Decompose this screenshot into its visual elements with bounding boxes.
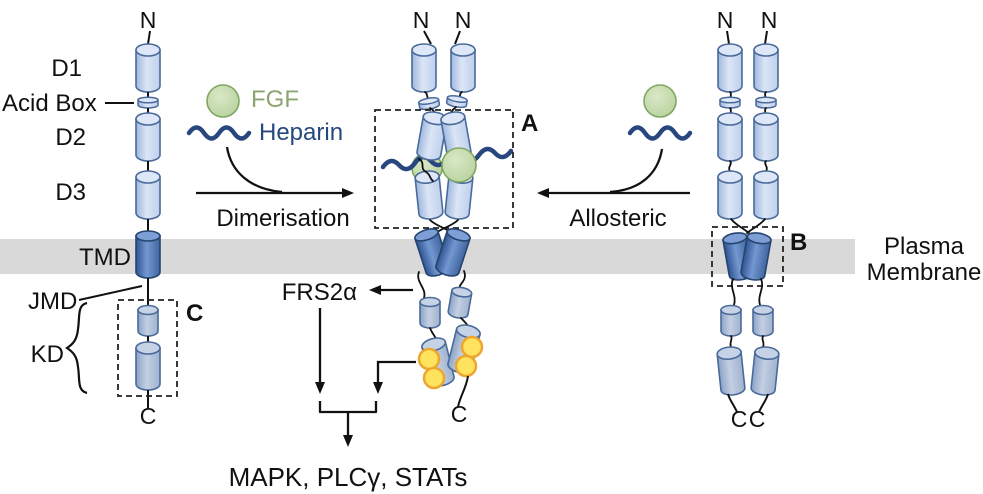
d1-cylinder (717, 43, 743, 93)
fgf-ligand-circle (441, 147, 477, 183)
linker (729, 335, 733, 348)
jmd-linker (730, 278, 736, 306)
d1-label: D1 (51, 55, 82, 82)
d2-cylinder (135, 112, 161, 162)
preformed-dimer: N N B C C (711, 7, 807, 432)
d1-cylinder (135, 43, 161, 93)
kd-cylinder (715, 345, 747, 397)
d3-cylinder (135, 170, 161, 220)
c-terminus-label: C (451, 401, 468, 427)
acid-box-cylinder (755, 96, 777, 109)
box-a-label: A (521, 110, 538, 137)
linker (746, 218, 766, 234)
heparin-wave (627, 125, 693, 141)
acid-box-cylinder (445, 93, 469, 110)
n-terminus-label: N (413, 7, 430, 33)
heparin-label: Heparin (259, 119, 343, 146)
active-dimer: N N A (374, 7, 538, 427)
acid-box-cylinder (719, 96, 741, 109)
left-receptor-monomer: N C D1 Acid Box D2 D3 TMD JMD KD C (2, 7, 203, 429)
acid-box-label: Acid Box (2, 90, 97, 117)
membrane-label-line2: Membrane (867, 259, 982, 286)
heparin-wave (186, 125, 252, 141)
frs2a-label: FRS2α (282, 279, 357, 306)
jmd-linker (758, 278, 764, 306)
kd-brace (65, 301, 88, 395)
linker (726, 30, 730, 45)
fgf-label: FGF (251, 86, 299, 113)
linker (727, 393, 738, 413)
phosphate-circle (417, 347, 441, 371)
kd-cylinder (135, 341, 161, 391)
jmd-cylinder (752, 304, 774, 337)
n-terminus-label: N (140, 7, 157, 33)
box-c-label: C (186, 300, 203, 327)
linker (730, 218, 750, 234)
d1-cylinder (411, 43, 437, 93)
jmd-linker (417, 271, 426, 299)
phosphate-circle (460, 335, 484, 359)
dashed-box-b (711, 226, 784, 287)
linker (424, 91, 429, 99)
n-terminus-label: N (717, 7, 734, 33)
d3-label: D3 (55, 179, 86, 206)
reaction-curve (609, 148, 664, 194)
c-terminus-label: C (140, 403, 157, 429)
d2-label: D2 (55, 124, 86, 151)
c-terminus-label: C (749, 406, 766, 432)
fgf-ligand-circle (643, 84, 677, 118)
signaling-cascade: FRS2α MAPK, PLCγ, STATs (229, 279, 468, 492)
jmd-pointer-line (78, 285, 143, 301)
jmd-label: JMD (28, 288, 77, 315)
d3-cylinder (717, 170, 743, 220)
acid-box-cylinder (137, 96, 159, 109)
converging-bracket (318, 401, 378, 414)
linker (761, 335, 765, 348)
box-b-label: B (790, 229, 807, 256)
jmd-cylinder (720, 304, 742, 337)
d3-cylinder (753, 170, 779, 220)
linker (758, 393, 769, 413)
linker (423, 30, 432, 45)
linker (454, 30, 461, 45)
d1-cylinder (450, 43, 476, 93)
phosphate-circle (422, 366, 446, 390)
allosteric-arrow: Allosteric (537, 84, 693, 232)
dashed-box-c (117, 299, 178, 397)
linker (418, 158, 434, 182)
c-terminus-label: C (731, 406, 748, 432)
reaction-curve (225, 146, 283, 194)
linker (764, 160, 768, 172)
dimerisation-arrow: Dimerisation (196, 146, 354, 232)
d1-cylinder (753, 43, 779, 93)
n-terminus-label: N (761, 7, 778, 33)
d2-cylinder (717, 112, 743, 162)
d3-cylinder (413, 169, 445, 221)
jmd-cylinder (419, 296, 441, 329)
phosphate-circle (454, 354, 478, 378)
tmd-cylinder (135, 230, 161, 279)
linker (457, 375, 469, 408)
ligand-legend: FGF Heparin (186, 84, 343, 146)
tmd-label: TMD (79, 244, 131, 271)
membrane-label-line1: Plasma (884, 233, 965, 260)
linker (764, 30, 768, 45)
kd-cylinder (749, 345, 781, 397)
signaling-outputs-label: MAPK, PLCγ, STATs (229, 462, 468, 492)
kd-lobe-cylinder (137, 304, 159, 337)
linker (147, 30, 151, 45)
dimerisation-label: Dimerisation (216, 205, 349, 232)
kd-label: KD (31, 341, 64, 368)
allosteric-label: Allosteric (569, 205, 666, 232)
kinase-downstream-arrow (373, 360, 416, 394)
d2-cylinder (753, 112, 779, 162)
jmd-cylinder (446, 285, 474, 321)
acid-box-cylinder (417, 95, 441, 112)
n-terminus-label: N (455, 7, 472, 33)
fgf-ligand-circle (206, 84, 240, 118)
linker (728, 160, 732, 172)
